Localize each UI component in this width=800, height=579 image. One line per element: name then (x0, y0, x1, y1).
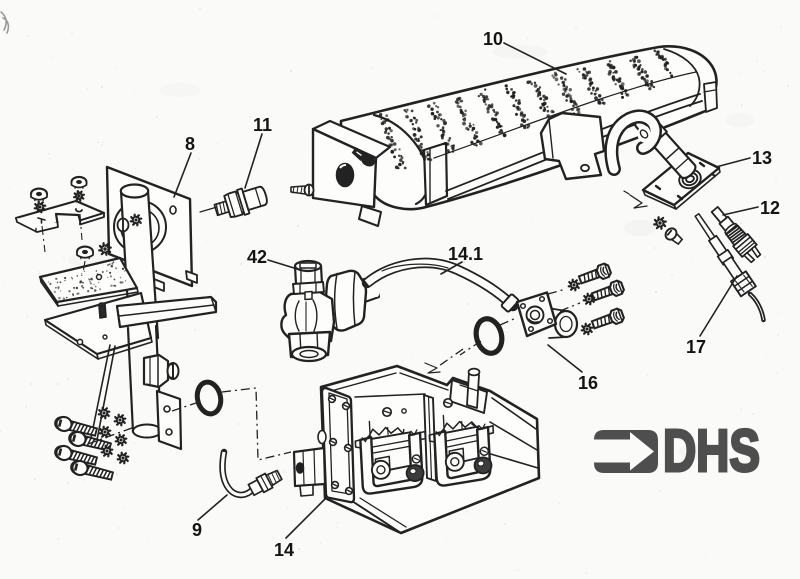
svg-text:11: 11 (253, 115, 272, 135)
svg-text:10: 10 (483, 29, 503, 49)
svg-text:42: 42 (247, 247, 267, 267)
svg-text:13: 13 (752, 148, 772, 168)
svg-text:17: 17 (686, 337, 706, 357)
svg-text:14: 14 (274, 540, 294, 560)
svg-text:14.1: 14.1 (448, 244, 483, 264)
svg-text:12: 12 (760, 198, 780, 218)
svg-text:9: 9 (192, 520, 202, 540)
svg-text:16: 16 (578, 373, 598, 393)
svg-text:DHS: DHS (663, 418, 760, 484)
svg-text:8: 8 (185, 134, 195, 154)
